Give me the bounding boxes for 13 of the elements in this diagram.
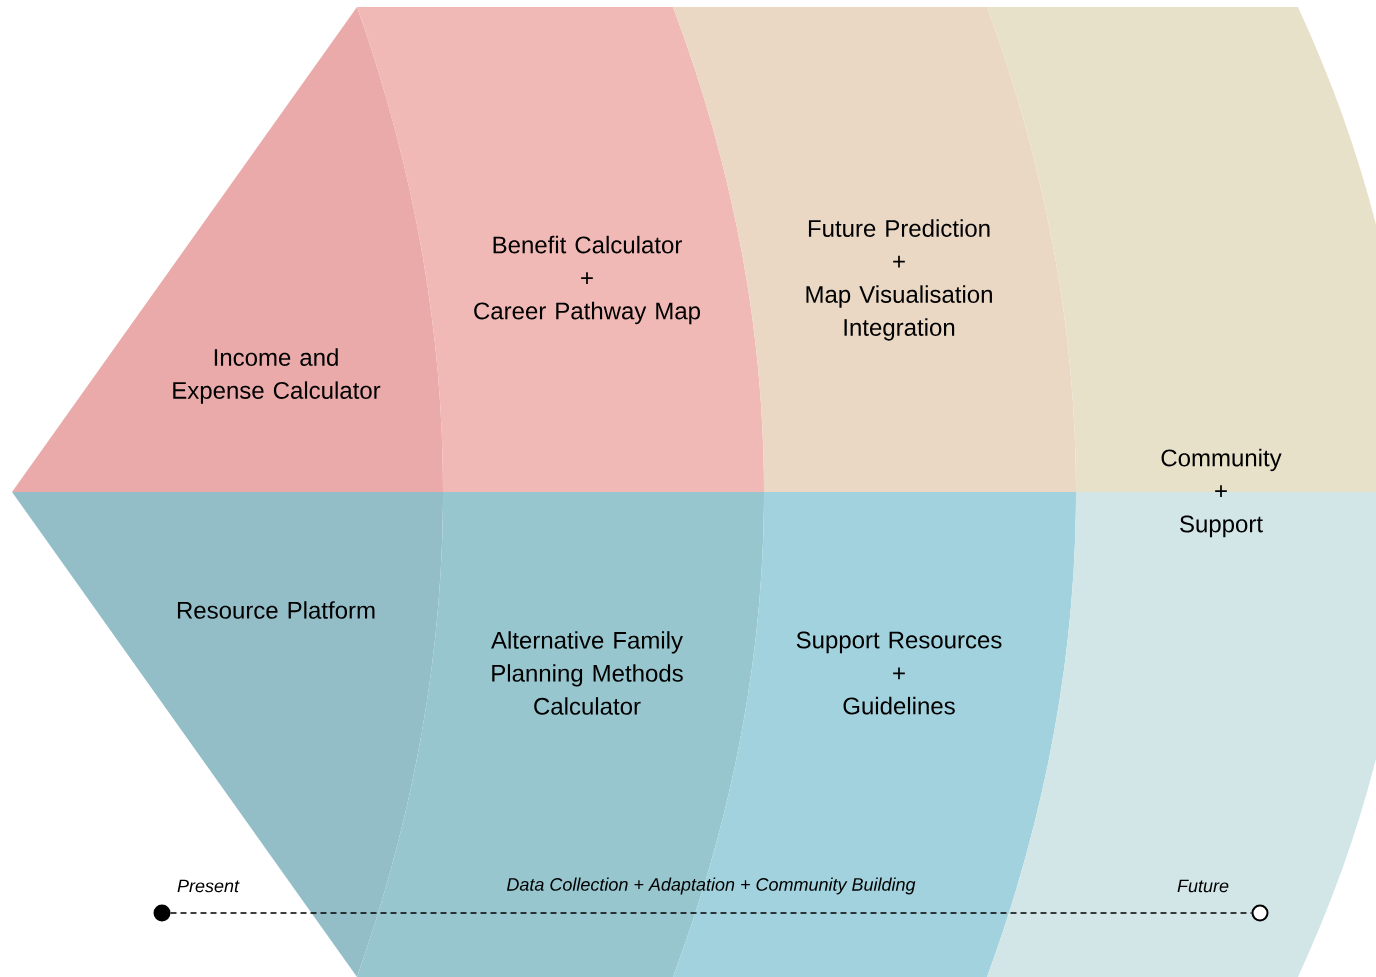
- timeline-dot: [1251, 904, 1269, 922]
- band-text: Benefit Calculator + Career Pathway Map: [474, 235, 700, 325]
- timeline-dot: [153, 904, 171, 922]
- band-text: Future Prediction + Map Visualisation Integration: [806, 219, 992, 341]
- band-text: Support Resources + Guidelines: [796, 631, 1002, 715]
- timeline-label: Present: [177, 879, 240, 893]
- timeline-label: Future: [1177, 879, 1229, 893]
- band-text: Alternative Family Planning Methods Calculator: [491, 631, 683, 715]
- band-text: Income and Expense Calculator: [173, 348, 381, 404]
- timeline: [169, 912, 1253, 914]
- edge-label: Data Collection + Adaptation + Community Building: [506, 877, 916, 895]
- band-text: Resource Platform: [177, 601, 375, 619]
- band-text: Community + Support: [1161, 448, 1282, 538]
